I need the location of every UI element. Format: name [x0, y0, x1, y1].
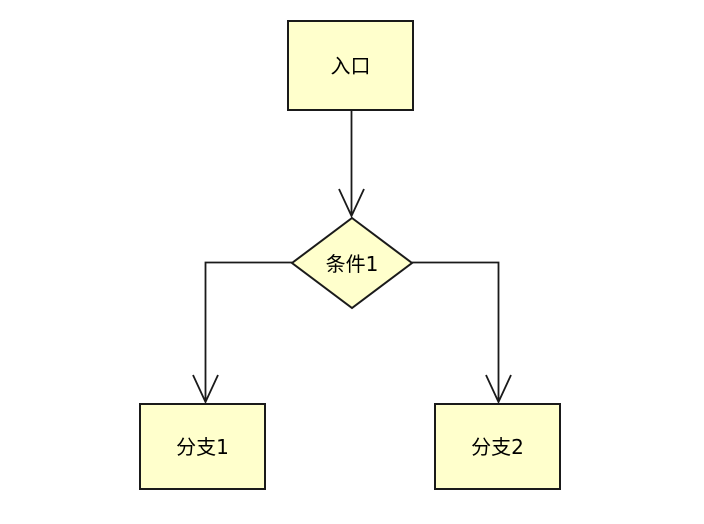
edge-line-condition-branch1 [204, 261, 292, 402]
node-branch2-shape[interactable] [434, 403, 561, 490]
node-condition[interactable]: 条件1 [290, 216, 414, 310]
node-start-label: 入口 [331, 54, 371, 78]
node-branch1-label: 分支1 [176, 435, 229, 459]
edge-condition-to-branch1 [192, 261, 292, 405]
node-condition-label: 条件1 [326, 252, 379, 276]
node-branch2-label: 分支2 [471, 435, 524, 459]
arrowhead-down-condition [338, 188, 365, 219]
edge-start-to-condition [338, 110, 365, 219]
arrowhead-down-branch2 [485, 374, 512, 405]
node-condition-shape[interactable] [290, 216, 414, 310]
edge-line-condition-branch2 [412, 261, 500, 402]
arrowhead-down-branch1 [192, 374, 219, 405]
edge-condition-to-branch2 [412, 261, 512, 405]
node-branch1-shape[interactable] [139, 403, 266, 490]
node-branch2[interactable]: 分支2 [434, 403, 561, 490]
node-start-shape[interactable] [287, 20, 414, 111]
node-start[interactable]: 入口 [287, 20, 414, 111]
node-branch1[interactable]: 分支1 [139, 403, 266, 490]
